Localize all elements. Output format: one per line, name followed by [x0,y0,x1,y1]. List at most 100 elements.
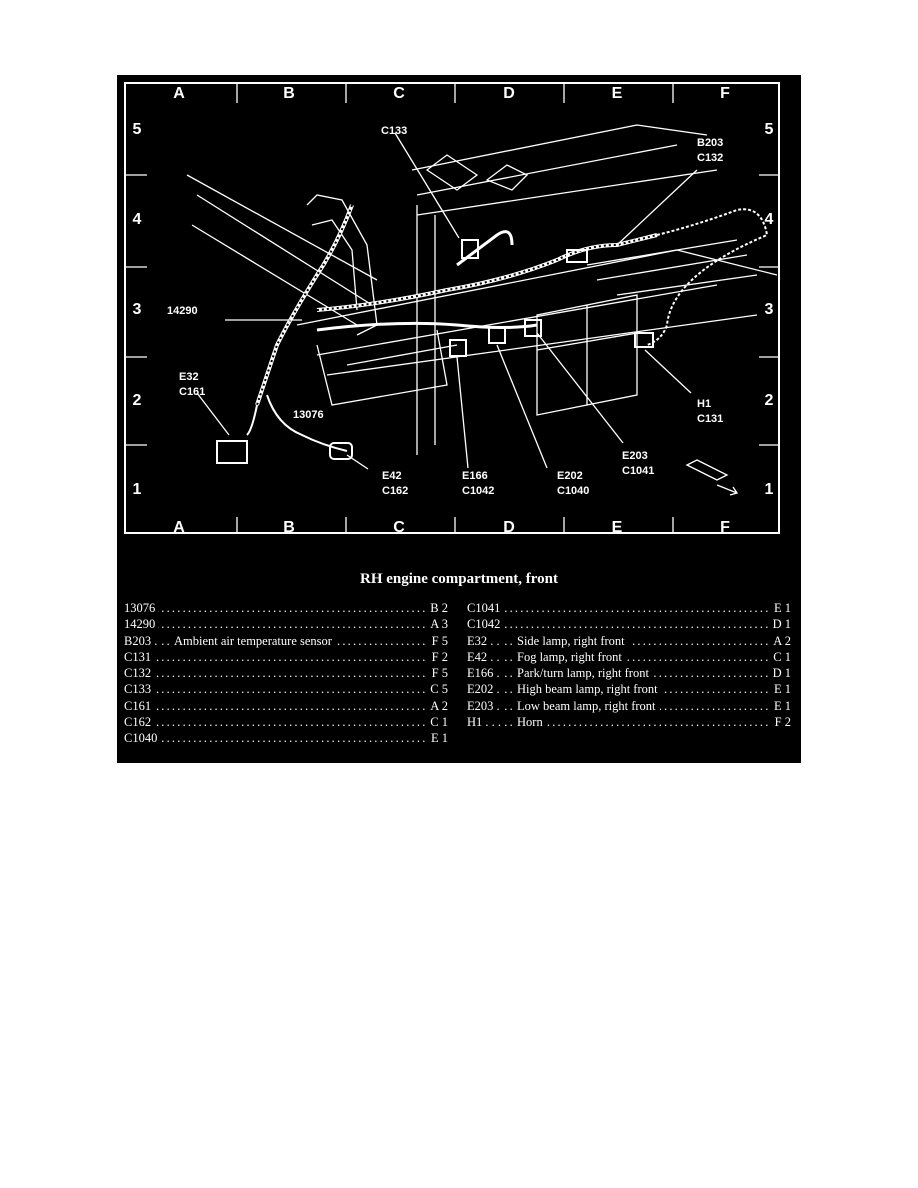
legend-left-column: ........................................… [124,600,448,747]
legend-grid-location: A 2 [426,697,448,714]
column-label-f-top: F [720,85,730,102]
leader-dots: ........................................… [467,601,791,615]
callout-13076: 13076 [293,409,324,421]
legend-code: C161 [124,697,155,714]
legend-row: ........................................… [467,632,791,649]
legend-row: ........................................… [124,697,448,714]
row-label-3-right: 3 [764,301,774,318]
row-label-5-right: 5 [764,121,774,138]
legend-grid-location: C 5 [426,681,448,698]
leader-dots: ........................................… [124,649,448,664]
legend-code: C133 [124,681,155,698]
column-label-d-top: D [503,85,515,102]
legend-row: ........................................… [467,714,791,731]
legend-description: Side lamp, right front [513,632,629,649]
leader-dots: ........................................… [124,731,448,746]
legend-grid-location: F 5 [427,632,448,649]
legend-grid-location: E 1 [426,730,448,747]
legend-row: ........................................… [124,616,448,633]
leader-dots: ........................................… [124,698,448,713]
legend-grid-location: C 1 [426,714,448,731]
legend-code: C1042 [467,616,504,633]
legend-description: Ambient air temperature sensor [170,632,336,649]
leader-dots: ........................................… [467,715,791,730]
legend-grid-location: A 2 [769,632,791,649]
row-label-1-left: 1 [132,481,142,498]
legend-code: E166 . [467,665,503,682]
diagram-title: RH engine compartment, front [359,571,559,587]
callout-e202-c1040: E202 C1040 [557,470,590,497]
legend-row: ........................................… [467,665,791,682]
legend-grid-location: E 1 [769,600,791,616]
legend-grid-location: E 1 [769,681,791,698]
legend-row: ........................................… [467,616,791,633]
legend-grid-location: D 1 [768,616,791,633]
legend-code: C1040 [124,730,161,747]
column-label-f-bottom: F [720,519,730,536]
legend-description: Park/turn lamp, right front [513,665,653,682]
legend-grid-location: F 5 [427,665,448,682]
callout-b203-c132: B203 C132 [697,137,724,164]
legend-grid-location: E 1 [769,697,791,714]
legend-row: ........................................… [467,697,791,714]
column-label-a-bottom: A [173,519,185,536]
legend-row: ........................................… [467,681,791,698]
legend-right-column: ........................................… [467,600,791,731]
diagram-panel: A B C D E F A B C D E F 5 4 3 2 1 5 4 3 … [117,75,801,763]
row-label-4-left: 4 [132,211,142,228]
legend-code: E203 . [467,697,503,714]
engine-compartment-drawing [125,83,779,534]
legend-code: C1041 [467,600,504,616]
legend-grid-location: C 1 [769,648,791,665]
legend-grid-location: B 2 [426,600,448,616]
legend-description: High beam lamp, right front [513,681,662,698]
legend-code: B203 . [124,632,161,649]
leader-dots: ........................................… [467,617,791,632]
legend-code: C132 [124,665,155,682]
callout-e42-c162: E42 C162 [382,470,409,497]
legend-description: Low beam lamp, right front [513,697,660,714]
legend-row: ........................................… [124,730,448,747]
legend-grid-location: D 1 [768,665,791,682]
legend-row: ........................................… [124,681,448,698]
callout-h1-c131: H1 C131 [697,398,724,425]
legend-grid-location: F 2 [770,714,791,731]
legend-code: 13076 [124,600,159,616]
row-label-2-right: 2 [764,392,774,409]
row-label-4-right: 4 [764,211,774,228]
row-label-2-left: 2 [132,392,142,409]
column-label-b-top: B [283,85,295,102]
column-label-a-top: A [173,85,185,102]
row-label-5-left: 5 [132,121,142,138]
legend-code: C131 [124,648,155,665]
leader-dots: ........................................… [124,617,448,632]
diagram-frame [124,82,780,534]
column-label-c-bottom: C [393,519,405,536]
legend-code: C162 [124,714,155,731]
callout-e32-c161: E32 C161 [179,371,206,398]
legend-row: ........................................… [467,600,791,616]
legend-description: Fog lamp, right front [513,648,626,665]
row-label-3-left: 3 [132,301,142,318]
callout-e166-c1042: E166 C1042 [462,470,495,497]
column-label-e-bottom: E [611,519,623,536]
legend-row: ........................................… [124,665,448,682]
leader-dots: ........................................… [124,601,448,615]
legend-grid-location: F 2 [427,648,448,665]
legend-row: ........................................… [124,648,448,665]
legend-grid-location: A 3 [426,616,448,633]
row-label-1-right: 1 [764,481,774,498]
legend-code: E32 . . [467,632,503,649]
callout-e203-c1041: E203 C1041 [622,450,655,477]
legend-row: ........................................… [124,632,448,649]
leader-dots: ........................................… [124,715,448,730]
leader-dots: ........................................… [124,666,448,681]
legend-row: ........................................… [124,600,448,616]
callout-c133: C133 [381,125,408,137]
legend-row: ........................................… [124,714,448,731]
legend-row: ........................................… [467,648,791,665]
column-label-c-top: C [393,85,405,102]
column-label-d-bottom: D [503,519,515,536]
legend-code: E202 . [467,681,503,698]
legend-description: Horn [513,714,547,731]
